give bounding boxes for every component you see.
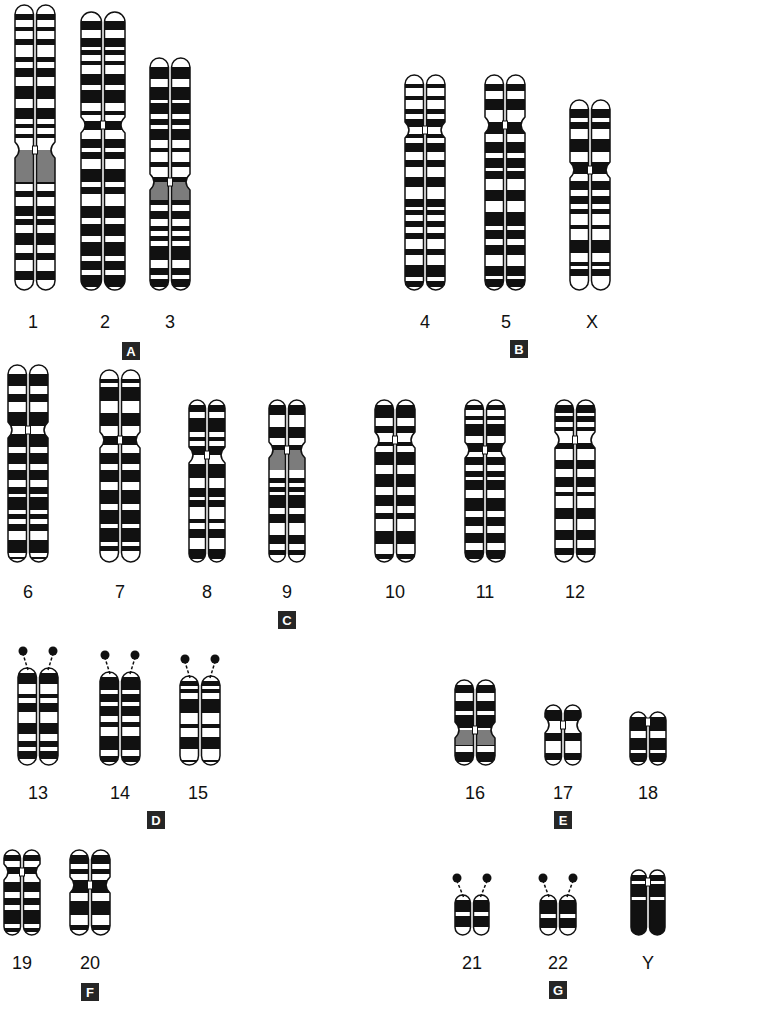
chromosome-number: 14: [110, 784, 130, 802]
chromosome-number: 18: [638, 784, 658, 802]
chromosome-number: 22: [548, 954, 568, 972]
chromosome-number: 16: [465, 784, 485, 802]
chromosome: [13, 3, 57, 292]
chromosome-number: 1: [28, 313, 38, 331]
chromosome: [6, 363, 50, 564]
chromosome-number: Y: [642, 954, 654, 972]
chromosome: [98, 368, 142, 564]
group-letter: A: [126, 345, 135, 358]
group-letter: E: [559, 814, 568, 827]
group-letter-box: D: [147, 811, 165, 829]
chromosome: [148, 56, 192, 292]
chromosome: [187, 398, 227, 564]
group-letter: C: [282, 614, 291, 627]
chromosome: [178, 655, 222, 768]
chromosome: [98, 651, 142, 768]
chromosome-number: 21: [462, 954, 482, 972]
group-letter-box: C: [278, 611, 296, 629]
group-letter-box: B: [510, 340, 528, 358]
chromosome: [543, 703, 583, 767]
chromosome: [538, 874, 578, 938]
chromosome: [463, 398, 507, 564]
group-letter-box: F: [81, 983, 99, 1001]
group-letter-box: E: [554, 811, 572, 829]
chromosome: [373, 398, 417, 564]
chromosome: [16, 647, 60, 768]
chromosome: [267, 398, 307, 564]
chromosome-number: 6: [23, 583, 33, 601]
chromosome: [2, 848, 42, 937]
chromosome-number: 19: [12, 954, 32, 972]
chromosome-number: 11: [476, 583, 495, 601]
chromosome: [403, 73, 447, 292]
chromosome-number: 9: [282, 583, 292, 601]
chromosome-number: 5: [501, 313, 511, 331]
chromosome: [453, 874, 492, 938]
chromosome: [628, 710, 668, 767]
chromosome-number: 4: [420, 313, 430, 331]
chromosome: [68, 848, 112, 937]
chromosome-number: 15: [188, 784, 208, 802]
group-letter: F: [86, 986, 94, 999]
chromosome-number: 3: [165, 313, 175, 331]
chromosome-number: 10: [385, 583, 405, 601]
chromosome: [79, 10, 127, 292]
chromosome-number: X: [586, 313, 598, 331]
chromosome: [553, 398, 597, 564]
chromosome-number: 20: [80, 954, 100, 972]
chromosome-number: 7: [115, 583, 125, 601]
chromosome: [453, 678, 497, 767]
chromosome: [568, 98, 612, 292]
chromosome: [483, 73, 527, 292]
chromosome-number: 2: [100, 313, 110, 331]
chromosome-number: 17: [553, 784, 573, 802]
chromosome-number: 12: [565, 583, 585, 601]
group-letter: B: [514, 343, 523, 356]
group-letter: G: [553, 984, 563, 997]
group-letter: D: [151, 814, 160, 827]
chromosome: [629, 868, 667, 937]
group-letter-box: G: [549, 981, 567, 999]
chromosome-number: 13: [28, 784, 48, 802]
group-letter-box: A: [122, 342, 140, 360]
chromosome-number: 8: [202, 583, 212, 601]
